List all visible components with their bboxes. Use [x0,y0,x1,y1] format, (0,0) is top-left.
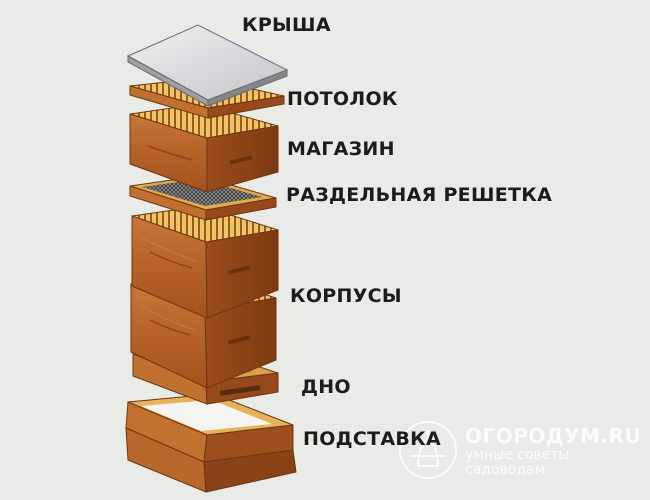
label-bottom: ДНО [301,376,351,398]
watermark-site: ОГОРОДУМ.RU [465,424,642,448]
label-roof: КРЫША [242,14,331,36]
label-stand: ПОДСТАВКА [303,428,442,450]
label-queen-excluder: РАЗДЕЛЬНАЯ РЕШЕТКА [286,184,553,206]
label-ceiling: ПОТОЛОК [287,88,398,110]
upper-body-part [131,205,279,319]
label-bodies: КОРПУСЫ [290,285,402,307]
watermark: ОГОРОДУМ.RU умные советы садоводам [465,424,641,478]
stand-part [125,393,297,493]
watermark-tagline-1: умные советы [465,447,570,463]
label-super: МАГАЗИН [287,138,395,160]
honey-super-part [129,103,279,193]
watermark-tagline-2: садоводам [465,462,546,478]
queen-excluder-part [129,175,277,221]
watermark-logo-icon [399,421,457,479]
roof-part [126,24,289,107]
